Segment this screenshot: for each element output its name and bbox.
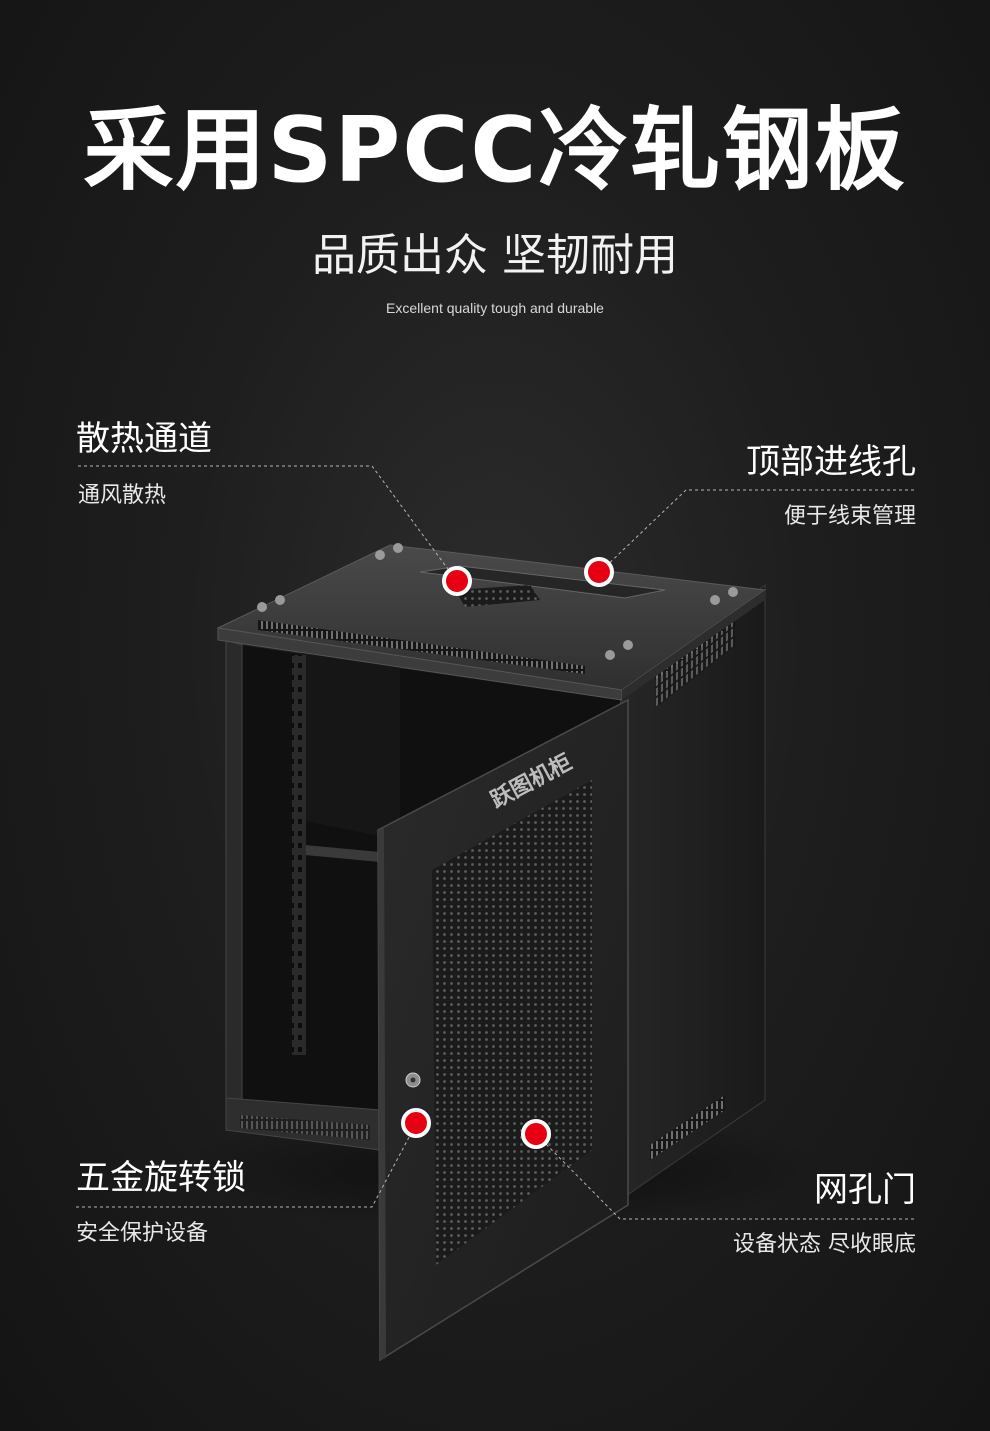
- callout-top-cable-hole-desc: 便于线束管理: [783, 504, 916, 529]
- callout-heat-channel-title: 散热通道: [76, 419, 212, 459]
- callout-top-cable-hole-title: 顶部进线孔: [746, 442, 916, 482]
- callout-lock-title: 五金旋转锁: [76, 1158, 246, 1198]
- callout-lock-desc: 安全保护设备: [76, 1221, 209, 1246]
- callout-mesh-door-title: 网孔门: [814, 1170, 916, 1210]
- subtitle: 品质出众 坚韧耐用: [312, 230, 678, 281]
- callout-heat-channel-desc: 通风散热: [78, 483, 167, 508]
- callout-mesh-door-desc: 设备状态 尽收眼底: [733, 1232, 916, 1257]
- tagline: Excellent quality tough and durable: [386, 300, 604, 316]
- headline: 采用SPCC冷轧钢板: [83, 98, 907, 203]
